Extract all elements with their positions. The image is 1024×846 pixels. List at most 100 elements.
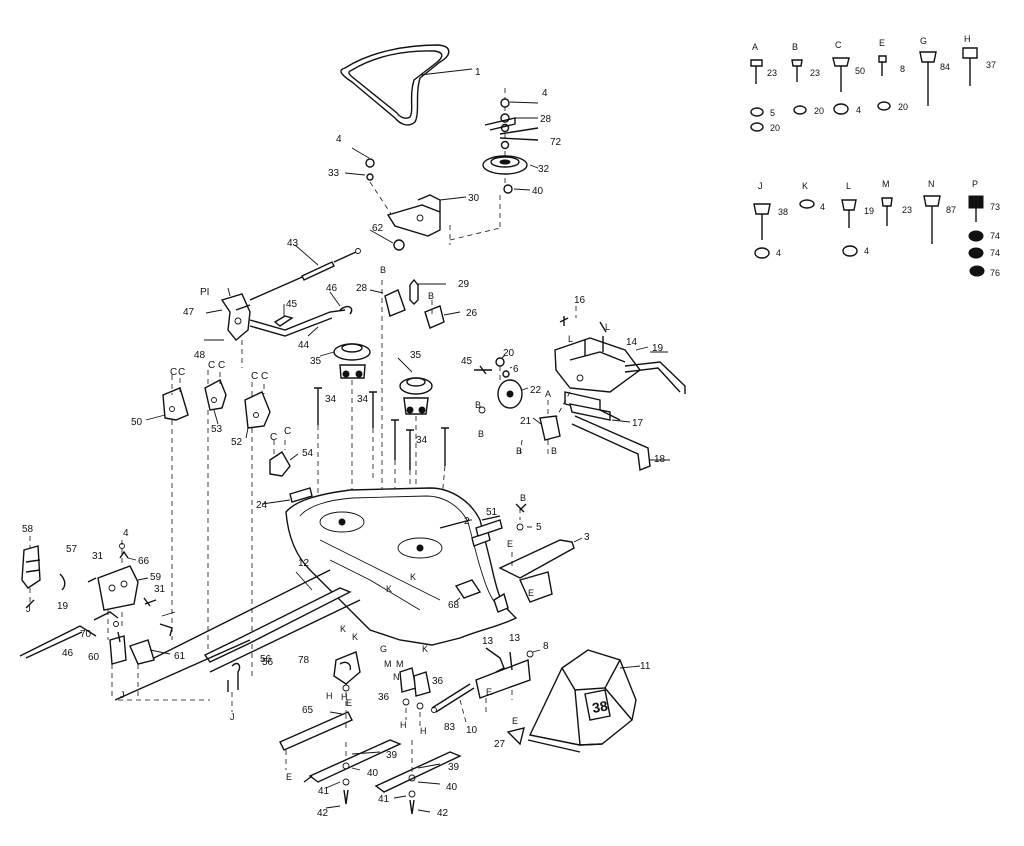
legend-part-number: 74: [990, 248, 1000, 258]
callout-label: 78: [298, 655, 310, 666]
legend-part-number: 23: [767, 68, 777, 78]
callout-label: 70: [80, 629, 92, 640]
callout-label: 31: [154, 584, 166, 595]
deck-side-brackets: [145, 370, 299, 680]
hardware-letter: A: [545, 389, 551, 399]
callout-label: 24: [256, 500, 268, 511]
legend-letter: P: [972, 179, 978, 189]
hardware-letter: E: [528, 588, 534, 598]
callout-label: 2: [464, 516, 470, 527]
callout-label: C: [251, 371, 258, 382]
hardware-letter: B: [380, 265, 386, 275]
hardware-letter: M: [396, 659, 404, 669]
callout-label: 26: [466, 308, 478, 319]
hardware-letter: E: [346, 698, 352, 708]
deck-side-rail: [114, 569, 361, 701]
callout-label: 72: [550, 137, 562, 148]
callout-label: 17: [632, 418, 644, 429]
hardware-letter: E: [507, 539, 513, 549]
legend-part-number: 50: [855, 66, 865, 76]
callout-label: 59: [150, 572, 162, 583]
callout-label: 29: [458, 279, 470, 290]
callout-label: 6: [513, 364, 519, 375]
callout-label: 56: [260, 654, 272, 665]
left-spindle-pulley: [319, 343, 371, 379]
callout-label: 58: [22, 524, 34, 535]
legend-part-number: 4: [776, 248, 781, 258]
callout-label: 83: [444, 722, 456, 733]
callout-label: 4: [542, 88, 548, 99]
lift-lever: [204, 287, 353, 368]
hardware-letter: B: [551, 446, 557, 456]
legend-part-number: 23: [810, 68, 820, 78]
callout-label: 3: [584, 532, 590, 543]
callout-label: 34: [325, 394, 337, 405]
callout-label: 5: [536, 522, 542, 533]
callout-label: C: [178, 367, 185, 378]
callout-label: 47: [183, 307, 195, 318]
callout-label: C: [218, 360, 225, 371]
legend-part-number: 37: [986, 60, 996, 70]
hardware-letter: L: [605, 322, 610, 332]
callout-label: 48: [194, 350, 206, 361]
callout-label: C: [270, 432, 277, 443]
legend-letter: B: [792, 42, 798, 52]
mower-blades: [303, 739, 462, 815]
callout-label: 18: [654, 454, 666, 465]
callout-label: 41: [378, 794, 390, 805]
legend-letter: J: [758, 181, 763, 191]
callout-label: 34: [357, 394, 369, 405]
callout-label: 65: [302, 705, 314, 716]
legend-letter: G: [920, 36, 927, 46]
callout-label: 33: [328, 168, 340, 179]
hardware-letter: H: [400, 720, 407, 730]
callout-label: 54: [302, 448, 314, 459]
right-hanger-bracket: [519, 306, 686, 471]
callout-label: 4: [336, 134, 342, 145]
legend-part-number: 4: [864, 246, 869, 256]
hardware-letter: E: [486, 687, 492, 697]
hardware-letter: M: [384, 659, 392, 669]
legend-letter: M: [882, 179, 890, 189]
legend-part-number: 19: [864, 206, 874, 216]
center-spindle-pulley: [397, 357, 433, 415]
hardware-letter: H: [420, 726, 427, 736]
legend-part-number: 84: [940, 62, 950, 72]
callout-label: 40: [446, 782, 458, 793]
legend-letter: E: [879, 38, 885, 48]
callout-label: 46: [326, 283, 338, 294]
callout-label: PI: [200, 287, 209, 298]
hardware-letter: K: [386, 584, 392, 594]
callout-label: 20: [503, 348, 515, 359]
hardware-letter: K: [352, 632, 358, 642]
callout-label: 66: [138, 556, 150, 567]
deck-leveling-parts: [19, 536, 241, 712]
callout-label: 19: [652, 343, 664, 354]
callout-label: 34: [416, 435, 428, 446]
hardware-letter: B: [475, 400, 481, 410]
callout-label: 56: [262, 657, 274, 668]
hardware-letter: J: [120, 690, 125, 700]
callout-label: 50: [131, 417, 143, 428]
callout-label: 62: [372, 223, 384, 234]
callout-label: 40: [367, 768, 379, 779]
callout-label: 43: [287, 238, 299, 249]
callout-label: 46: [62, 648, 74, 659]
callout-label: 39: [448, 762, 460, 773]
legend-part-number: 8: [900, 64, 905, 74]
callout-label: 41: [318, 786, 330, 797]
legend-part-number: 38: [778, 207, 788, 217]
callout-label: C: [208, 360, 215, 371]
callout-label: 35: [310, 356, 322, 367]
hardware-letter: B: [428, 291, 434, 301]
callout-label: 22: [530, 385, 542, 396]
rear-lift-lever: [475, 503, 583, 613]
legend-part-number: 74: [990, 231, 1000, 241]
callout-label: 51: [486, 507, 498, 518]
deflector-bracket: [475, 647, 541, 716]
callout-label: 12: [298, 558, 310, 569]
callout-label: 32: [538, 164, 550, 175]
legend-part-number: 73: [990, 202, 1000, 212]
callout-label: 40: [532, 186, 544, 197]
